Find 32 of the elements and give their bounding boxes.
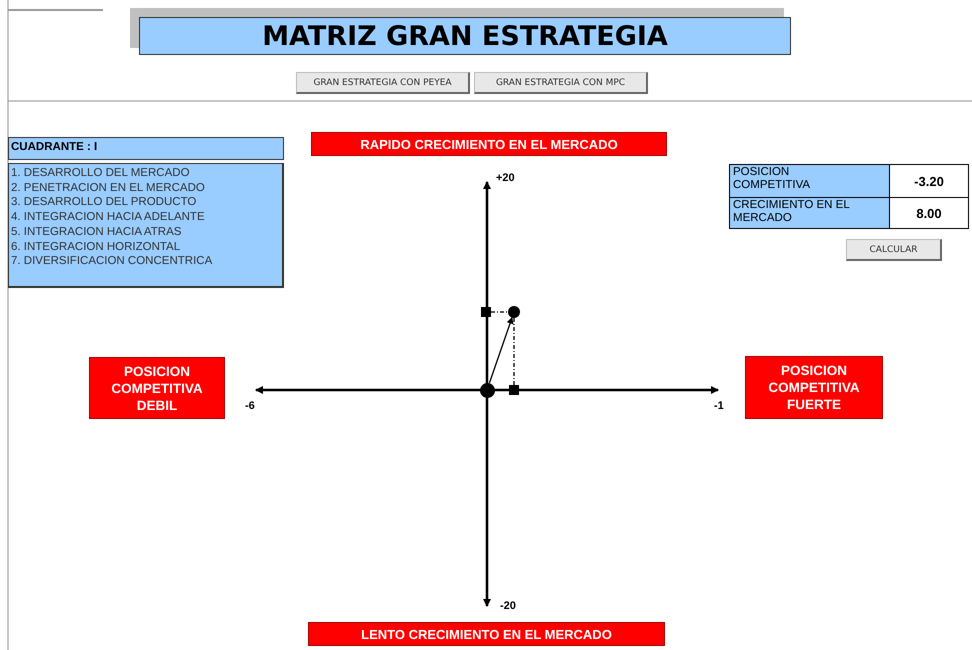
mpc-button: GRAN ESTRATEGIA CON MPC — [474, 72, 648, 94]
table-cell: POSICION COMPETITIVA — [729, 164, 890, 198]
title-banner: MATRIZ GRAN ESTRATEGIA — [139, 17, 791, 55]
arrow — [488, 316, 514, 384]
list-item: 2. PENETRACION EN EL MERCADO — [11, 180, 206, 196]
value-cell: 8.00 — [889, 197, 969, 229]
list-item: 1. DESARROLLO DEL MERCADO — [11, 166, 191, 181]
list-item: 4. INTEGRACION HACIA ADELANTE — [11, 210, 206, 225]
dashed-line — [491, 311, 508, 313]
axis-tick-label: -1 — [714, 400, 724, 412]
axis-tick-label: +20 — [496, 172, 515, 184]
list-item: 6. INTEGRACION HORIZONTAL — [11, 240, 182, 254]
strategy-list-note — [8, 163, 284, 288]
axis-tick-label: -6 — [245, 400, 255, 412]
axis-marker — [509, 385, 519, 395]
value-cell: -3.20 — [889, 164, 969, 198]
origin-point — [480, 382, 494, 398]
list-item: 7. DIVERSIFICACION CONCENTRICA — [11, 254, 214, 269]
quadrant-header: CUADRANTE : I — [8, 137, 284, 160]
dashed-line — [513, 318, 515, 385]
quadrant-label: POSICION COMPETITIVA DEBIL — [89, 357, 225, 419]
list-item: 5. INTEGRACION HACIA ATRAS — [11, 224, 182, 240]
data-point — [508, 306, 520, 318]
axis-tick-label: -20 — [500, 600, 516, 612]
quadrant-label: POSICION COMPETITIVA FUERTE — [745, 356, 883, 419]
axis-marker — [481, 307, 491, 317]
list-item: 3. DESARROLLO DEL PRODUCTO — [11, 195, 198, 210]
table-cell: CRECIMIENTO EN EL MERCADO — [729, 197, 890, 229]
quadrant-label: RAPIDO CRECIMIENTO EN EL MERCADO — [311, 132, 667, 156]
peyea-button: GRAN ESTRATEGIA CON PEYEA — [296, 72, 470, 94]
quadrant-label: LENTO CRECIMIENTO EN EL MERCADO — [308, 622, 665, 646]
calcular-button: CALCULAR — [846, 239, 942, 261]
